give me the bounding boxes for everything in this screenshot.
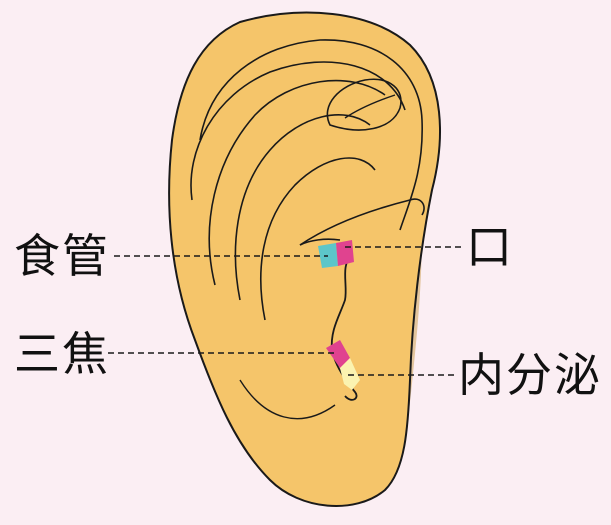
helix-line-2: [190, 61, 406, 201]
label-esophagus: 食管: [14, 229, 110, 283]
antitragus-line: [331, 349, 358, 401]
antihelix-line-1: [208, 79, 386, 286]
lobe-line: [239, 379, 336, 420]
endocrine-point: [340, 358, 360, 390]
tragus-line: [330, 254, 353, 351]
mouth-point: [336, 240, 354, 266]
concha-line: [299, 198, 425, 246]
helix-line-1: [199, 39, 423, 231]
fossa-inner: [344, 94, 396, 119]
antihelix-line-2: [234, 114, 371, 301]
sanjiao-point: [326, 340, 350, 368]
ear-outline: [168, 11, 441, 507]
triangular-fossa: [326, 78, 402, 131]
canal-line: [299, 238, 341, 246]
label-endocrine: 内分泌: [458, 348, 602, 402]
label-mouth: 口: [466, 220, 514, 274]
label-sanjiao: 三焦: [14, 327, 110, 381]
antihelix-line-3: [260, 157, 376, 321]
